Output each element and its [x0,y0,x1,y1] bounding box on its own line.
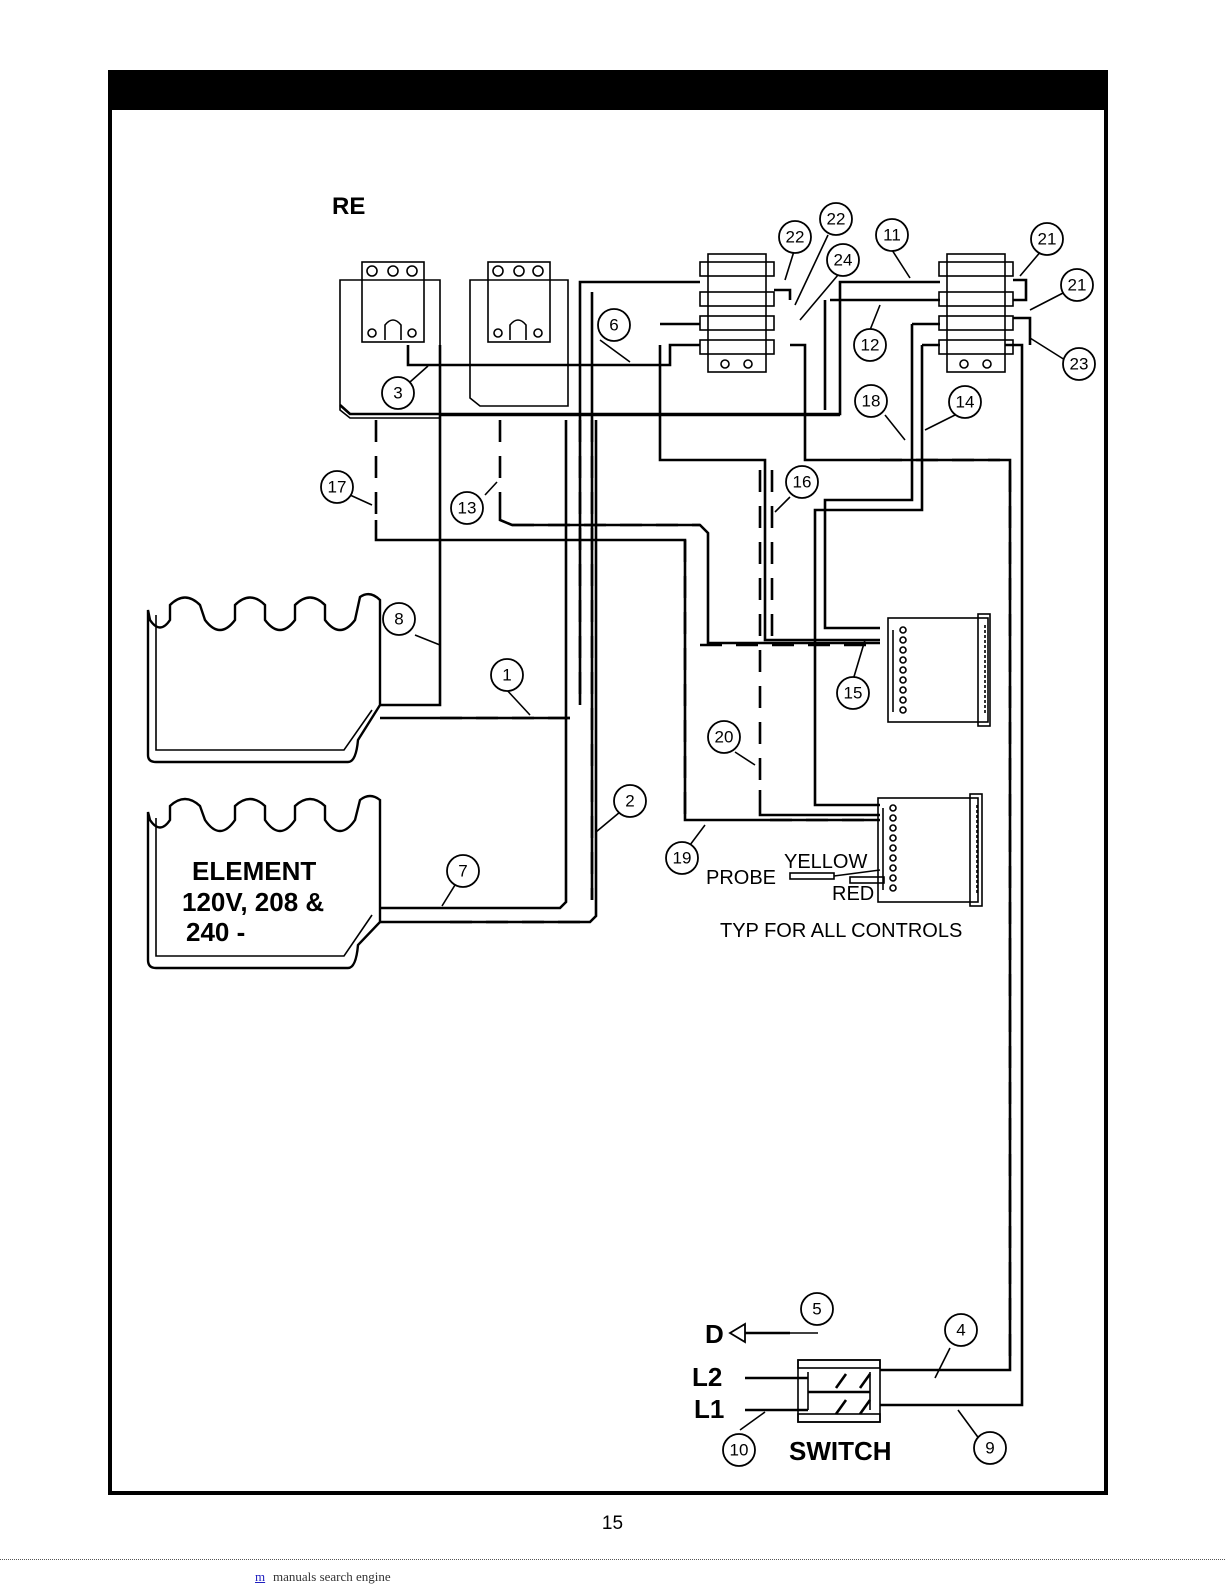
svg-text:13: 13 [458,499,477,518]
callout-8: 8 [383,603,415,635]
label-element-voltage: 120V, 208 & [182,887,324,917]
svg-text:6: 6 [609,316,618,335]
terminal-block-right [939,254,1013,372]
controller-lower [878,794,982,906]
callout-19: 19 [666,842,698,874]
svg-text:4: 4 [956,1321,965,1340]
label-l2: L2 [692,1362,722,1392]
callout-21-upper: 21 [1031,223,1063,255]
svg-text:3: 3 [393,384,402,403]
svg-text:2: 2 [625,792,634,811]
label-element-voltage-2: 240 - [186,917,245,947]
label-switch: SWITCH [789,1436,892,1466]
label-element: ELEMENT [192,856,316,886]
callout-bubbles: 1 2 3 4 5 6 7 8 9 10 11 12 13 14 15 16 1… [321,203,1095,1466]
heating-element-upper [148,594,380,762]
page-number: 15 [0,1513,1225,1535]
svg-text:1: 1 [502,666,511,685]
svg-text:7: 7 [458,862,467,881]
label-yellow: YELLOW [784,851,867,873]
svg-text:22: 22 [827,210,846,229]
svg-text:21: 21 [1068,276,1087,295]
callout-23: 23 [1063,348,1095,380]
callout-1: 1 [491,659,523,691]
callout-14: 14 [949,386,981,418]
svg-text:10: 10 [730,1441,749,1460]
svg-text:5: 5 [812,1300,821,1319]
svg-text:9: 9 [985,1439,994,1458]
label-d: D [705,1319,724,1349]
ground-arrow [730,1324,790,1342]
footer-link-text: m [255,1569,265,1584]
svg-text:14: 14 [956,393,975,412]
callout-4: 4 [945,1314,977,1346]
callout-13: 13 [451,492,483,524]
callout-2: 2 [614,785,646,817]
callout-7: 7 [447,855,479,887]
svg-text:19: 19 [673,849,692,868]
svg-text:23: 23 [1070,355,1089,374]
svg-text:24: 24 [834,251,853,270]
label-re: RE [332,193,365,220]
callout-15: 15 [837,677,869,709]
callout-20: 20 [708,721,740,753]
callout-3: 3 [382,377,414,409]
label-red: RED [832,883,874,905]
svg-text:16: 16 [793,473,812,492]
svg-text:12: 12 [861,336,880,355]
callout-17: 17 [321,471,353,503]
callout-10: 10 [723,1434,755,1466]
svg-text:18: 18 [862,392,881,411]
svg-text:8: 8 [394,610,403,629]
callout-18: 18 [855,385,887,417]
callout-11: 11 [876,219,908,251]
label-l1: L1 [694,1394,724,1424]
callout-24: 24 [827,244,859,276]
footer-divider [0,1559,1225,1560]
callout-6: 6 [598,309,630,341]
svg-text:11: 11 [883,226,901,245]
footer-text: manuals search engine [273,1569,391,1585]
callout-9: 9 [974,1432,1006,1464]
footer-link[interactable]: m [127,1569,265,1585]
callout-21-lower: 21 [1061,269,1093,301]
contactor-right [470,262,568,406]
terminal-block-left [700,254,774,372]
svg-text:22: 22 [786,228,805,247]
svg-text:17: 17 [328,478,347,497]
dashed-wires [376,420,1010,1360]
svg-text:20: 20 [715,728,734,747]
callout-5: 5 [801,1293,833,1325]
label-typ-all-controls: TYP FOR ALL CONTROLS [720,920,962,942]
callout-22-right: 22 [820,203,852,235]
callout-22-left: 22 [779,221,811,253]
svg-text:15: 15 [844,684,863,703]
callout-16: 16 [786,466,818,498]
controller-upper [888,614,990,726]
callout-12: 12 [854,329,886,361]
svg-text:21: 21 [1038,230,1057,249]
footer: m manuals search engine [0,1559,1225,1585]
label-probe: PROBE [706,867,776,889]
